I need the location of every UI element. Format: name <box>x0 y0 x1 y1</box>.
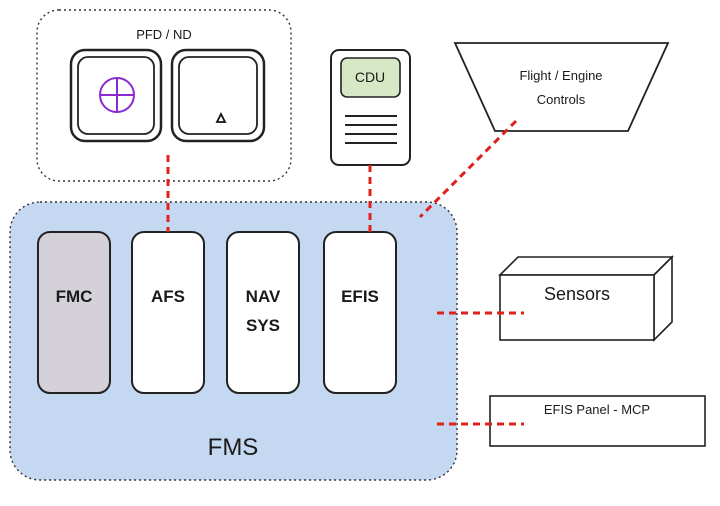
pfd-display <box>69 48 163 143</box>
fmc-label: FMC <box>56 287 93 306</box>
nd-display <box>170 48 266 143</box>
fms-module-fmc: FMC <box>37 231 111 394</box>
sensors-box: Sensors <box>498 255 674 342</box>
triangle-icon <box>215 111 227 123</box>
controls-label-line2: Controls <box>537 92 586 107</box>
flight-engine-controls: Flight / Engine Controls <box>453 42 670 132</box>
cdu-unit: CDU <box>330 49 411 166</box>
pfd-nd-label: PFD / ND <box>136 27 192 42</box>
sys-label: SYS <box>246 316 280 335</box>
afs-label: AFS <box>151 287 185 306</box>
cdu-keypad-lines <box>345 115 397 144</box>
controls-label-line1: Flight / Engine <box>519 68 602 83</box>
efis-panel-box: EFIS Panel - MCP <box>489 395 706 447</box>
fms-module-afs: AFS <box>131 231 205 394</box>
crosshair-icon <box>99 77 135 113</box>
connector-controls-fms <box>418 119 518 219</box>
nav-label: NAV <box>246 287 281 306</box>
cdu-label: CDU <box>355 69 385 85</box>
sensors-label: Sensors <box>544 284 610 304</box>
fms-label: FMS <box>208 434 259 461</box>
cdu-screen <box>340 57 401 98</box>
efis-label: EFIS <box>341 287 379 306</box>
fms-module-efis: EFIS <box>323 231 397 394</box>
efis-panel-label: EFIS Panel - MCP <box>544 402 650 417</box>
fms-module-nav-sys: NAV SYS <box>226 231 300 394</box>
